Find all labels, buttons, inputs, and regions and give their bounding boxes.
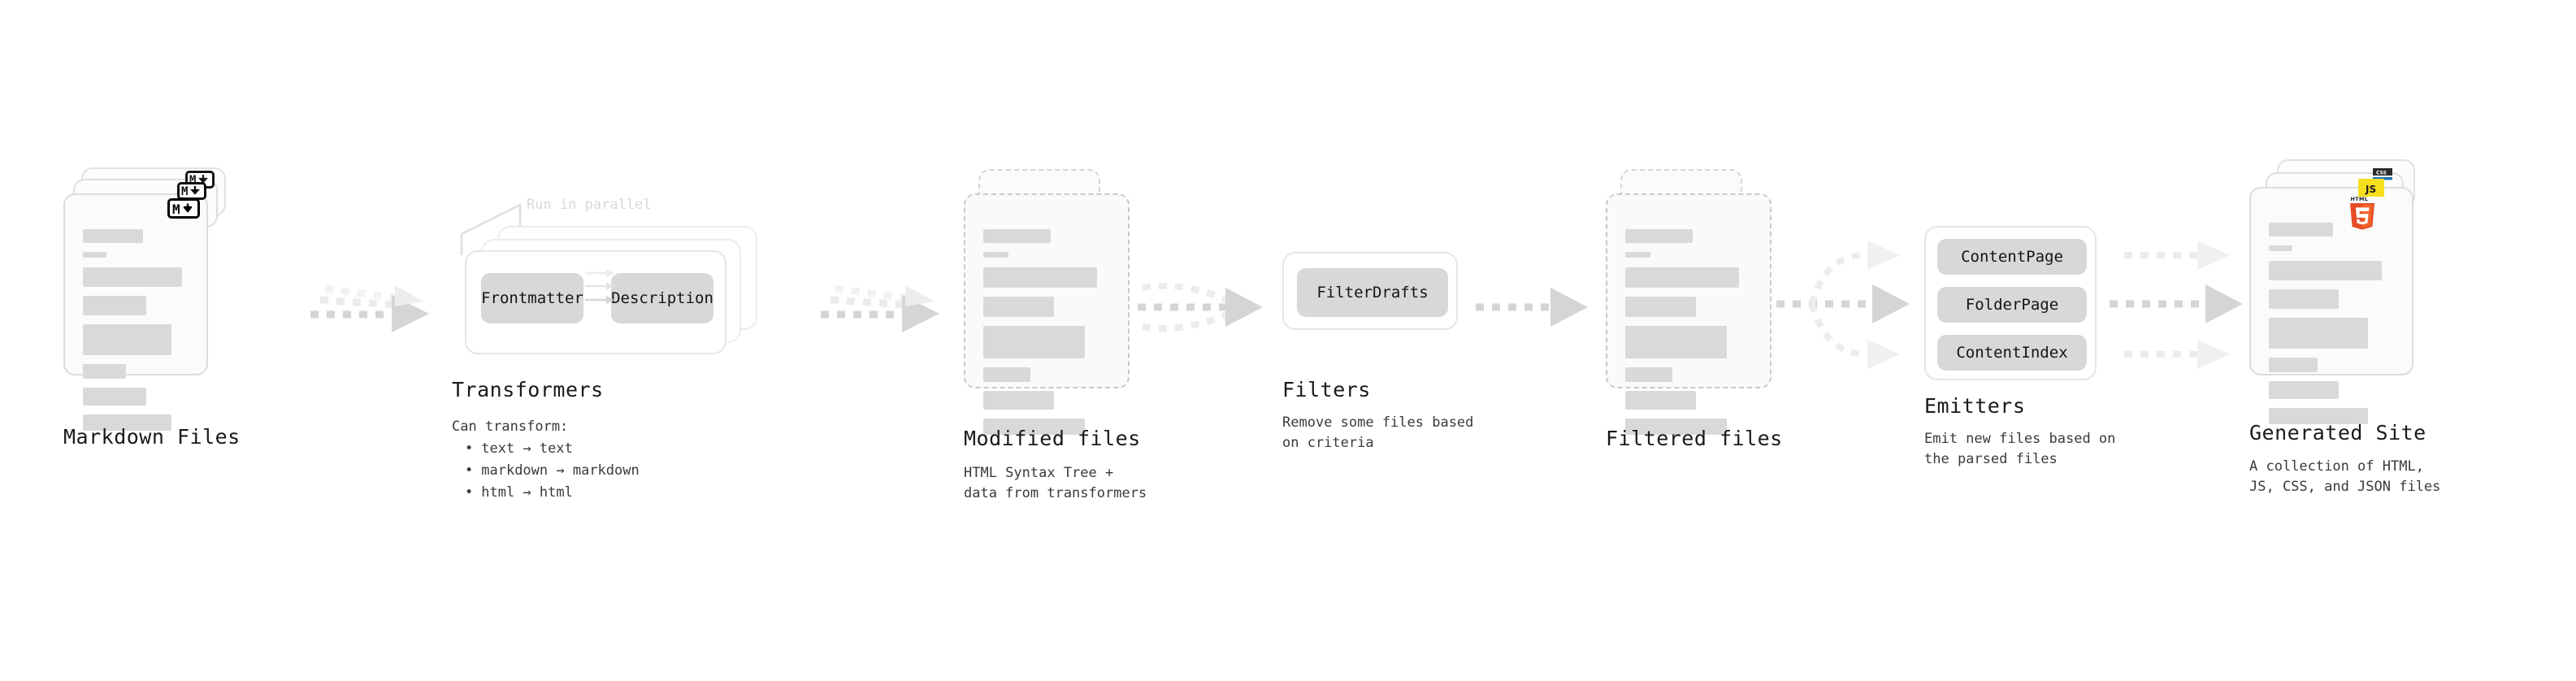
markdown-badge-back-1: M [177,182,206,200]
emitter-chip-folderpage[interactable]: FolderPage [1937,287,2087,323]
transformers-list-lead: Can transform: [452,419,569,435]
transformer-chip-description[interactable]: Description [611,273,713,323]
css3-badge-icon: CSS [2373,168,2392,180]
transformers-title: Transformers [452,378,604,401]
markdown-files-title: Markdown Files [63,425,241,449]
connector-md-to-transformers [310,284,429,332]
modified-files-stack [964,169,1130,435]
run-in-parallel-bracket-icon [460,203,522,255]
emitter-chip-contentpage-label: ContentPage [1961,248,2063,266]
filtered-files-title: Filtered files [1606,427,1783,450]
connector-filters-to-filtered [1476,288,1588,327]
markdown-glyph-icon: M [181,185,200,198]
generated-site-subtitle: A collection of HTML, JS, CSS, and JSON … [2249,458,2441,495]
emitter-chip-contentpage[interactable]: ContentPage [1937,239,2087,275]
emitters-group-box: ContentPage FolderPage ContentIndex [1924,226,2097,380]
markdown-files-stack: M M M [63,167,226,431]
filters-title: Filters [1282,378,1371,401]
connector-frontmatter-to-description [585,269,614,304]
filter-chip-filterdrafts[interactable]: FilterDrafts [1297,268,1448,317]
connector-modified-to-filters [1138,283,1263,332]
connector-transformers-to-modified [821,284,939,332]
emitters-title: Emitters [1924,394,2026,418]
generated-card-front [2249,187,2413,424]
emitter-chip-contentindex-label: ContentIndex [1956,344,2068,362]
transformers-list-item-1: markdown → markdown [465,460,639,482]
filtered-card-front [1606,193,1772,435]
filters-subtitle: Remove some files based on criteria [1282,414,1474,451]
modified-files-subtitle: HTML Syntax Tree + data from transformer… [964,465,1147,501]
filter-chip-filterdrafts-label: FilterDrafts [1316,284,1429,301]
transformers-capability-list: Can transform: text → text markdown → ma… [452,416,640,504]
emitters-subtitle: Emit new files based on the parsed files [1924,431,2116,467]
generated-site-title: Generated Site [2249,421,2426,445]
transformers-list-item-0: text → text [465,438,640,460]
transformers-list-item-2: html → html [465,482,640,504]
markdown-glyph-icon: M [172,202,193,217]
svg-text:M: M [181,185,188,198]
generated-site-stack: CSS JS HTML [2249,159,2428,424]
filtered-skeleton-bars [1625,229,1752,444]
html5-badge-icon: HTML [2350,196,2374,230]
javascript-badge-icon: JS [2358,179,2384,197]
svg-text:JS: JS [2365,184,2376,195]
transformer-chip-description-label: Description [611,289,713,307]
svg-text:M: M [172,202,180,217]
filtered-files-stack [1606,169,1772,435]
emitter-chip-folderpage-label: FolderPage [1965,296,2059,314]
generated-skeleton-bars [2269,223,2394,433]
markdown-badge-front: M [167,198,200,219]
modified-skeleton-bars [983,229,1110,444]
run-in-parallel-label: Run in parallel [527,197,652,213]
transformer-chip-frontmatter-label: Frontmatter [481,289,583,307]
markdown-card-front [63,193,208,431]
svg-text:M: M [189,174,196,187]
svg-text:HTML: HTML [2351,196,2369,202]
svg-text:CSS: CSS [2376,171,2387,176]
filters-group-box: FilterDrafts [1282,252,1458,330]
markdown-glyph-icon: M [189,174,208,187]
modified-card-front [964,193,1130,435]
transformer-chip-frontmatter[interactable]: Frontmatter [481,273,583,323]
connector-emitters-to-site [2110,241,2243,369]
markdown-skeleton-bars [83,229,189,440]
emitter-chip-contentindex[interactable]: ContentIndex [1937,335,2087,371]
modified-files-title: Modified files [964,427,1141,450]
connector-filtered-to-emitters [1776,241,1910,369]
transformers-group-box: Frontmatter Description [465,250,726,354]
